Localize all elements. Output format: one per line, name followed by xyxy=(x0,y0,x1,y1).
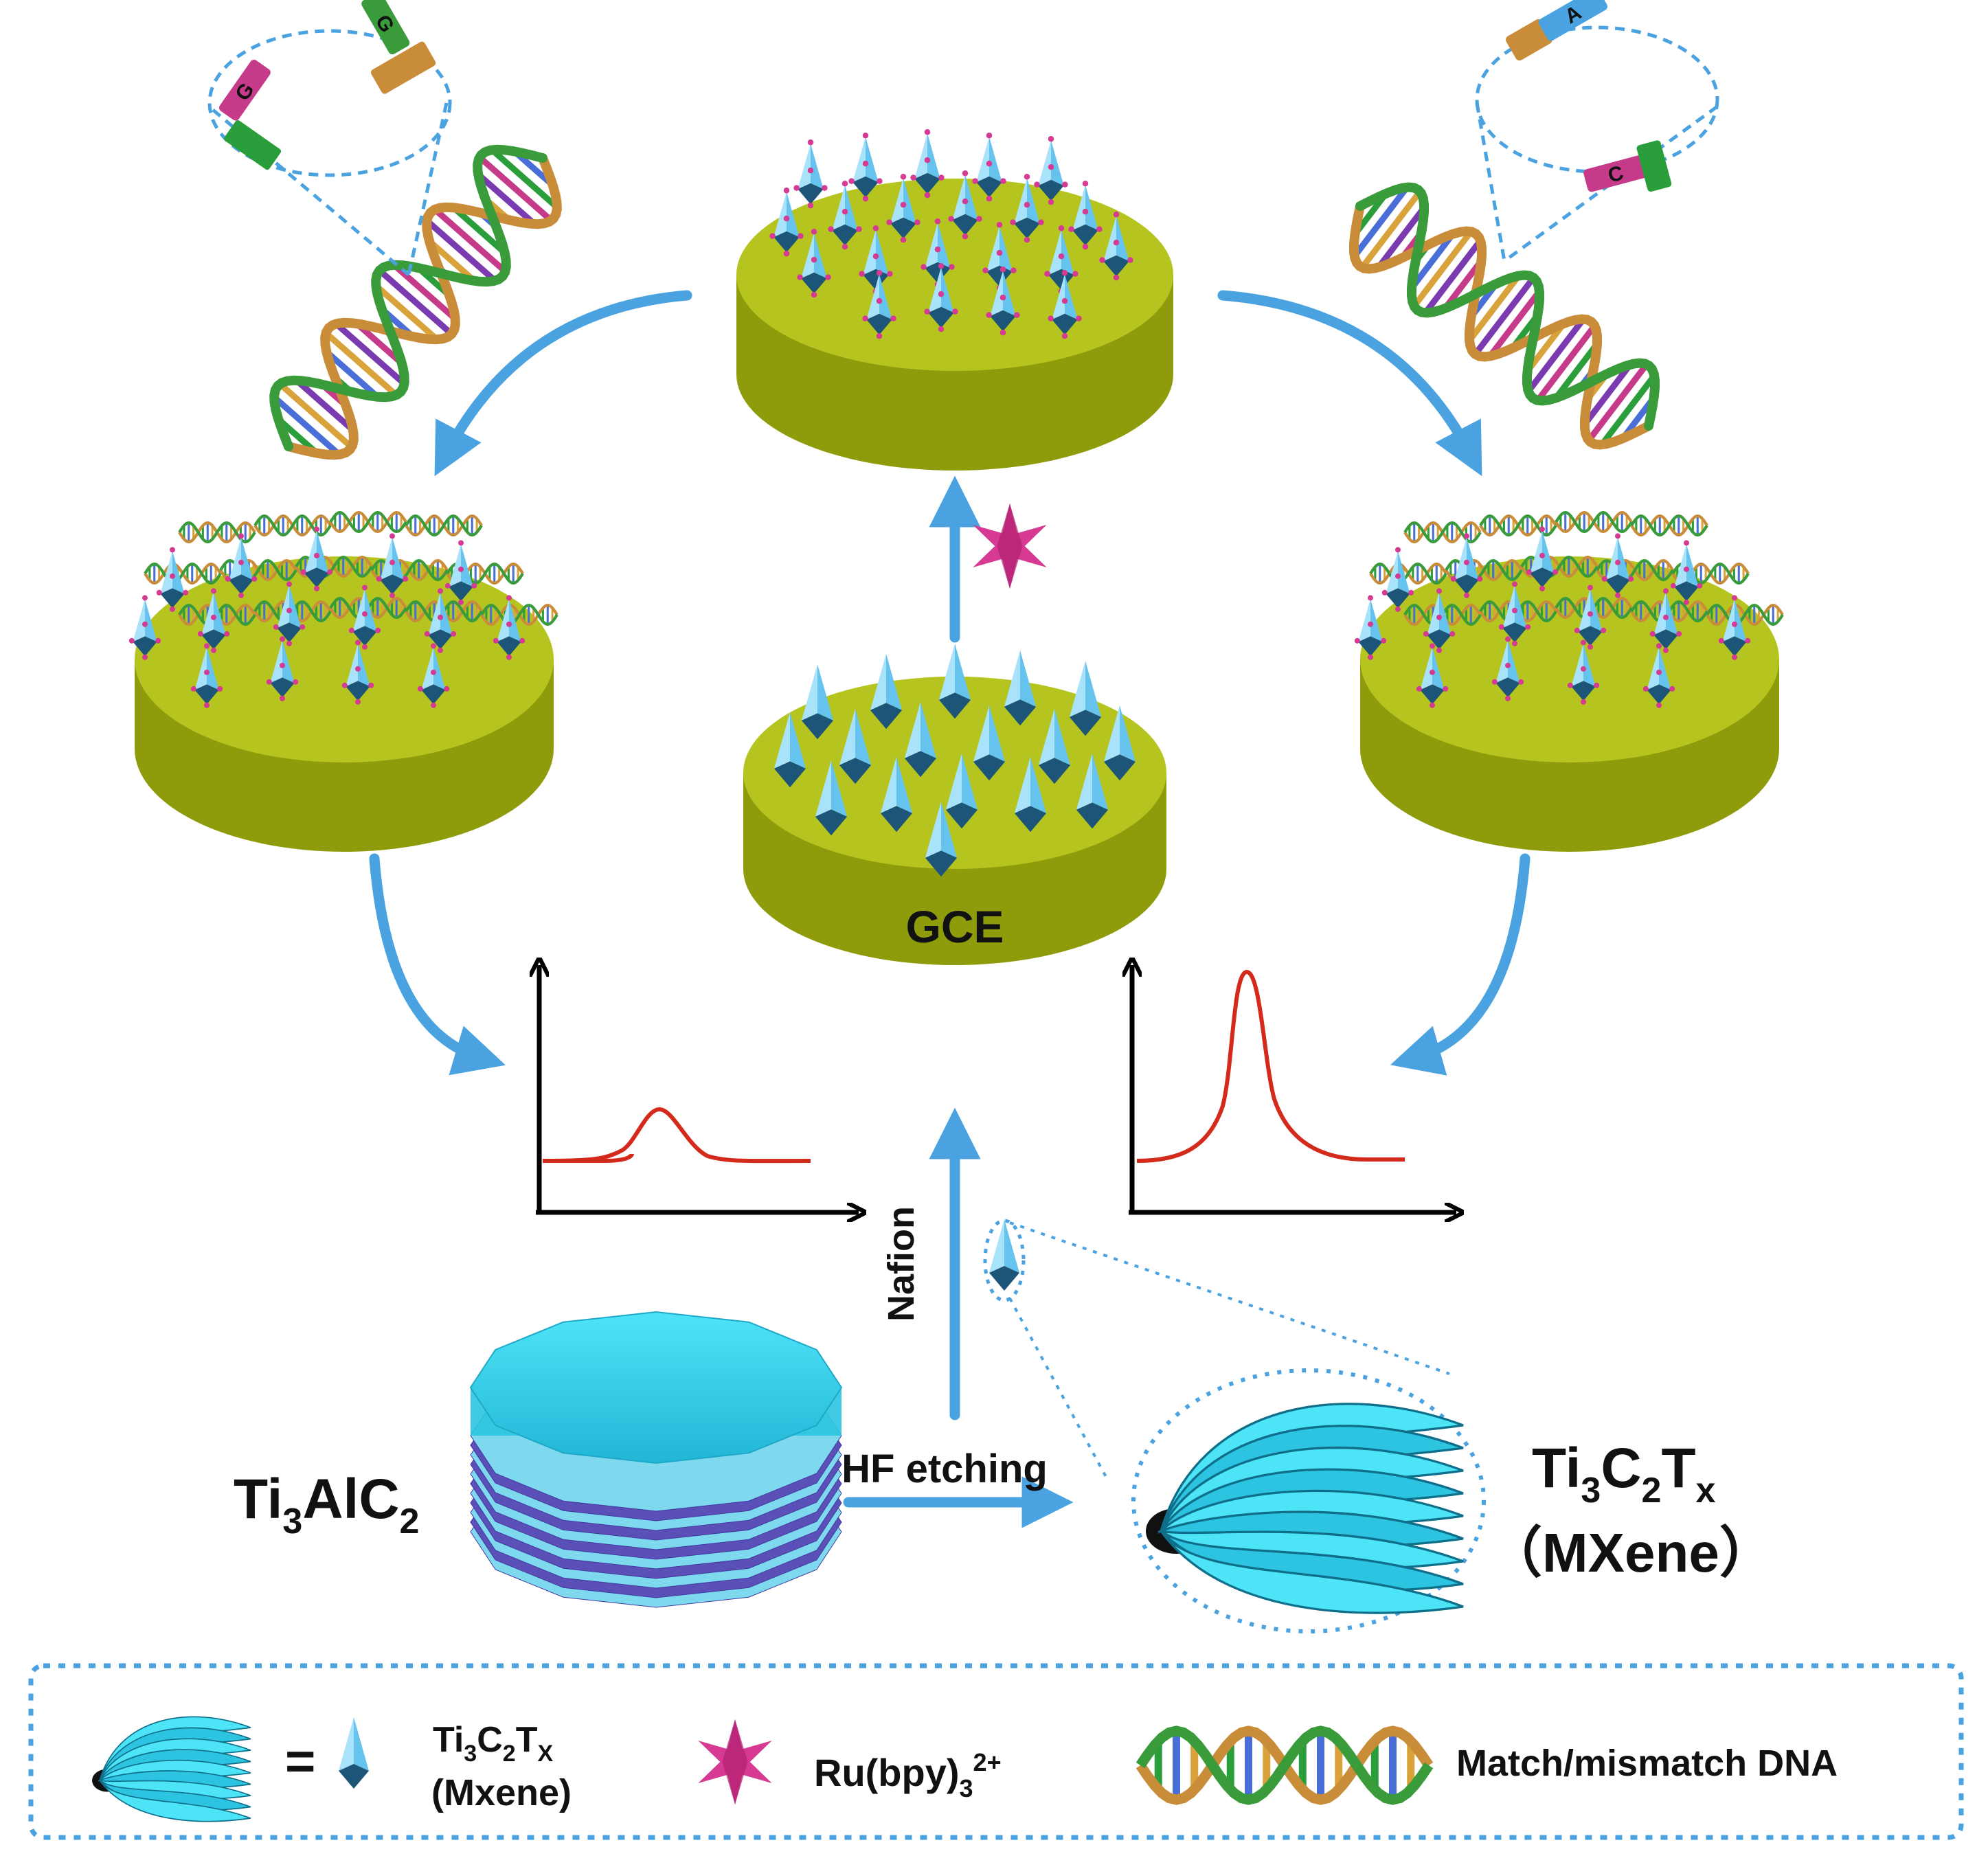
legend-mxene-crystal-icon xyxy=(339,1717,369,1789)
disk-right xyxy=(1354,510,1784,852)
disk-left xyxy=(128,510,558,852)
ti3alc2-label: Ti3AlC2 xyxy=(234,1468,419,1541)
arrow-top-to-left xyxy=(434,290,692,477)
arrow-left-to-chart xyxy=(369,853,506,1076)
arrow-right-to-chart xyxy=(1390,853,1530,1076)
ti3c2tx-label: Ti3C2Tx xyxy=(1532,1437,1716,1510)
ru-bpy-star-icon xyxy=(973,503,1047,589)
base-pair-zoom-right: A C xyxy=(1475,0,1719,263)
legend-dna-label: Match/mismatch DNA xyxy=(1456,1743,1838,1784)
mxene-single-crystal-icon xyxy=(989,1219,1019,1291)
mxene-accordion-structure xyxy=(1131,1368,1486,1633)
legend-dna-helix-icon xyxy=(1136,1725,1434,1805)
nafion-label: Nafion xyxy=(881,1206,922,1322)
disk-gce: GCE xyxy=(743,644,1166,965)
process-arrows xyxy=(369,290,1530,1528)
legend-mxene-formula: Ti3C2TX xyxy=(433,1720,553,1767)
gce-label: GCE xyxy=(905,901,1004,952)
arrow-top-to-right xyxy=(1217,290,1482,477)
legend-equals: = xyxy=(285,1732,315,1791)
ecl-chart-right xyxy=(1129,965,1456,1212)
chart-right-peak-curve xyxy=(1136,969,1405,1163)
chart-left-peak-curve xyxy=(543,1153,634,1163)
hf-etching-label: HF etching xyxy=(841,1447,1048,1491)
base-pair-zoom-left: G G xyxy=(207,0,452,276)
dna-helix-left xyxy=(269,144,562,460)
ti3alc2-layered-stack xyxy=(469,1311,843,1608)
ecl-chart-left xyxy=(536,965,859,1212)
mxene-dna-array-right xyxy=(1354,510,1784,708)
mxene-dna-array-left xyxy=(128,510,558,708)
mxene-paren-label: （MXene） xyxy=(1487,1522,1774,1583)
legend-box: = Ti3C2TX (Mxene) Ru(bpy)32+ Match/misma… xyxy=(28,1663,1964,1840)
legend-ru-label: Ru(bpy)32+ xyxy=(814,1748,1002,1802)
legend-mxene-accordion-icon xyxy=(92,1716,251,1822)
legend-ru-bpy-star-icon xyxy=(698,1719,772,1804)
dna-helix-right xyxy=(1348,182,1660,450)
disk-top-center xyxy=(736,129,1173,471)
legend-mxene-name: (Mxene) xyxy=(431,1772,572,1813)
